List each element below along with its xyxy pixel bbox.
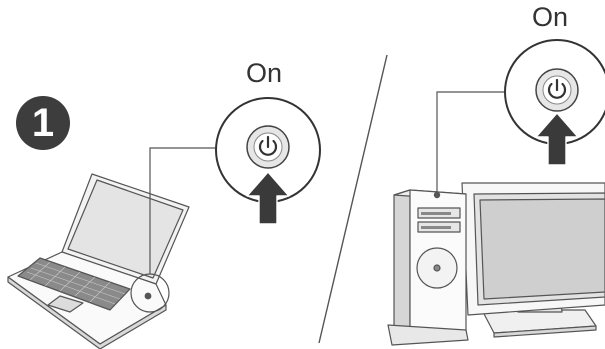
desktop-on-label: On [532,2,569,32]
power-button-icon [535,68,579,112]
step-number-badge: 1 [16,96,70,150]
up-arrow-icon [535,112,579,166]
monitor-icon [461,182,605,338]
power-button-icon [246,125,290,169]
desktop-callout-line [436,91,510,193]
laptop-keyboard-keys [26,261,126,305]
laptop-callout-line [149,147,218,274]
desktop-tower-icon [387,189,469,346]
panel-divider [318,54,388,344]
laptop-icon [7,173,190,349]
laptop-on-label: On [246,58,283,88]
up-arrow-icon [246,171,290,225]
